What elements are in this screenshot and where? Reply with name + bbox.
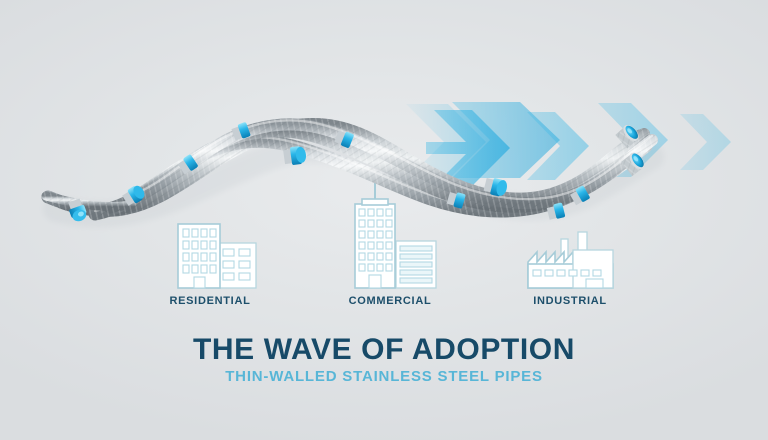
category-label-residential: RESIDENTIAL [169,295,251,307]
press-fitting [283,146,306,165]
commercial-building-icon [354,178,437,289]
chevron-arrow-5 [680,114,731,170]
category-label-commercial: COMMERCIAL [348,295,432,307]
pipe-end-port [621,152,645,177]
press-fitting [483,178,507,197]
pipe-strand-5 [122,118,658,210]
press-fitting [178,154,198,175]
press-fittings-group [68,122,590,222]
infographic-title: THE WAVE OF ADOPTION [192,333,575,366]
press-fitting [231,122,251,141]
press-fitting [334,130,354,148]
pipe-end-port [615,125,639,149]
press-fitting [68,198,87,222]
infographic-subtitle: THIN-WALLED STAINLESS STEEL PIPES [225,368,543,385]
industrial-factory-icon [527,231,614,289]
pipe-end-ports-group [615,125,645,177]
pipe-strand-group [41,117,658,221]
pipe-strand-tail [41,191,137,212]
press-fitting [570,185,590,206]
chevron-arrow-2 [426,102,560,186]
category-label-industrial: INDUSTRIAL [533,295,607,307]
press-fitting [122,185,145,206]
chevron-arrow-3 [527,112,589,180]
pipe-strand-2 [56,117,650,217]
press-fitting [446,192,466,209]
press-fitting [546,202,566,220]
residential-building-icon [177,223,257,289]
